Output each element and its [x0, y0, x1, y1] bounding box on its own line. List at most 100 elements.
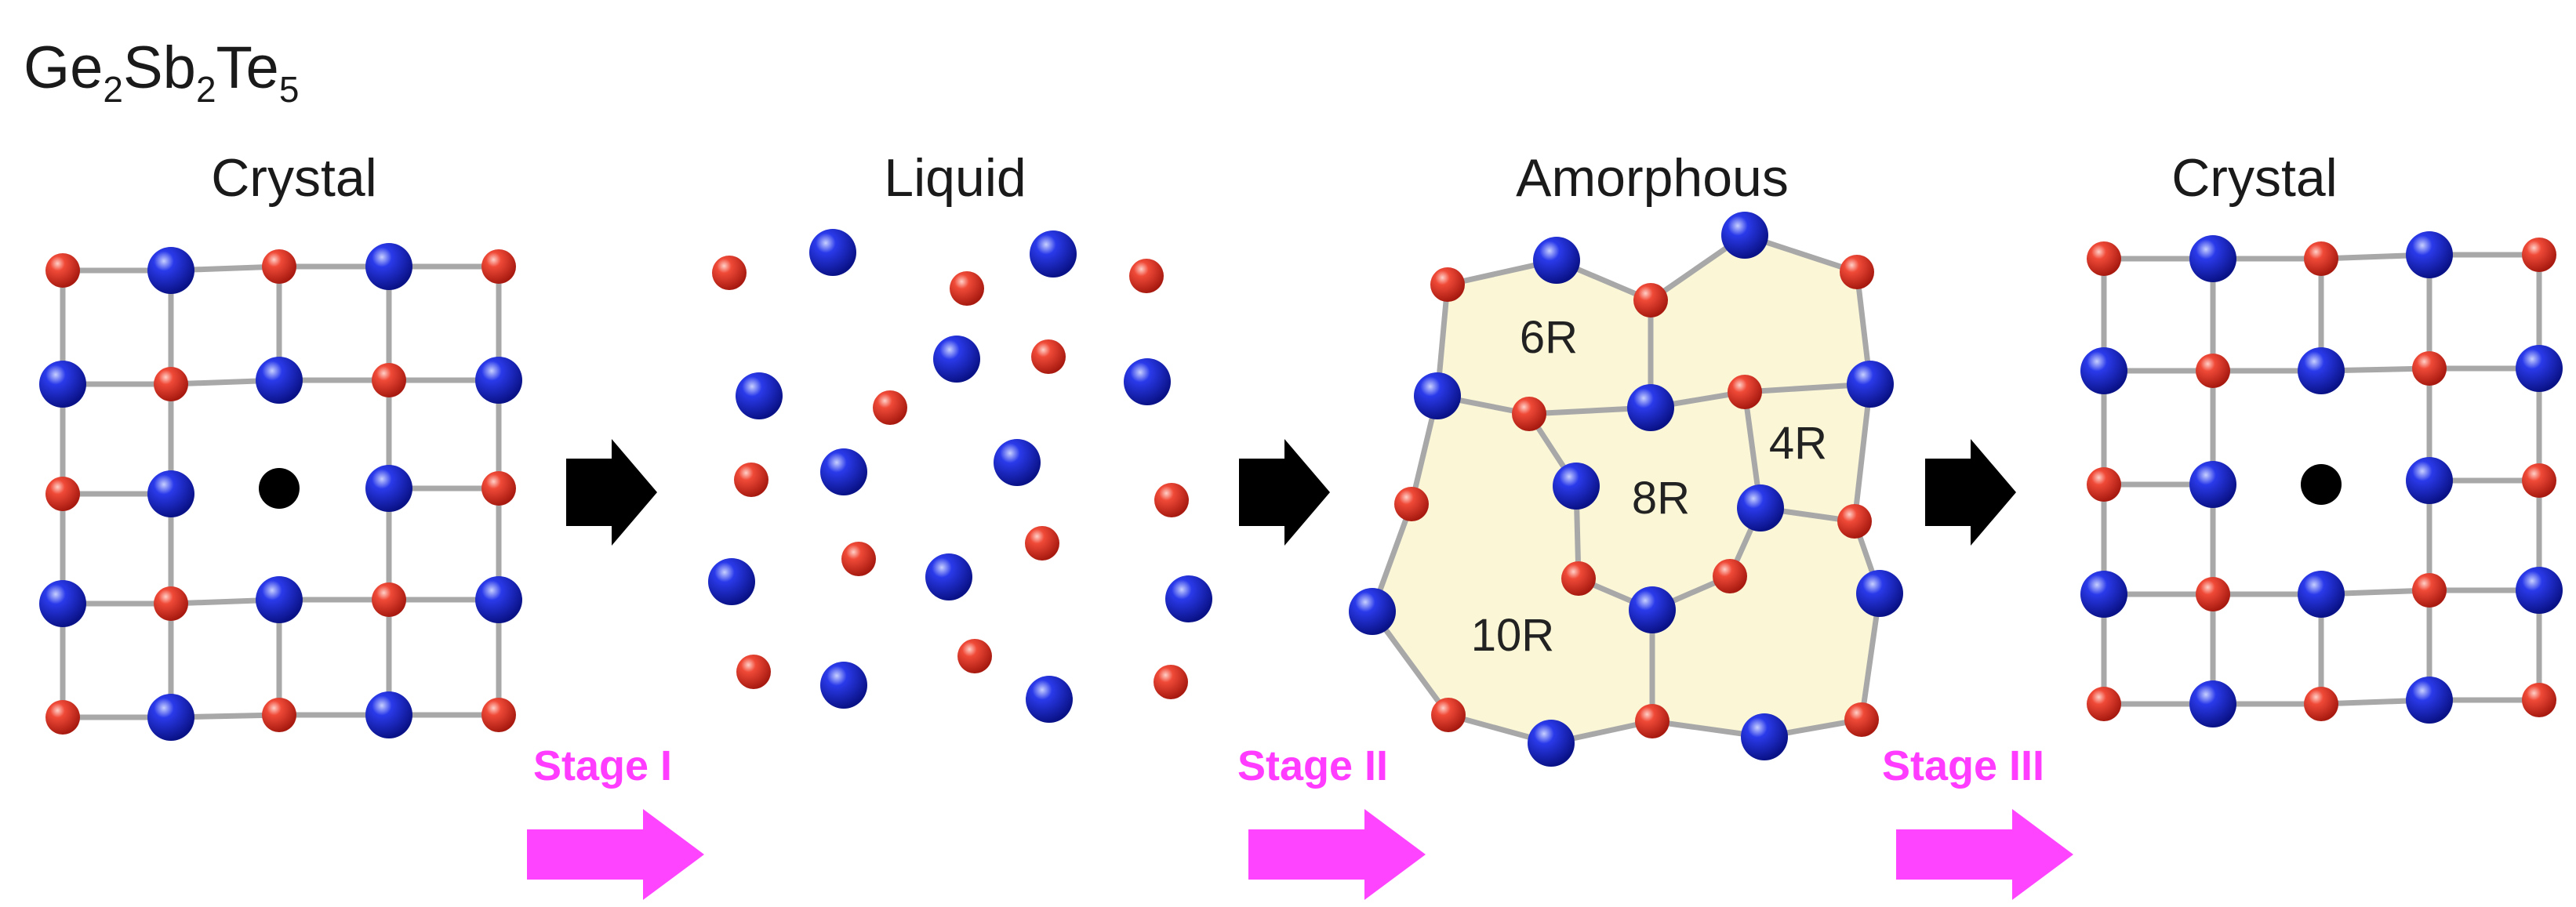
stage-label-1: Stage I [533, 742, 672, 789]
blue-atom [39, 361, 86, 408]
ring-label-6r: 6R [1520, 312, 1578, 363]
red-atom [481, 471, 516, 506]
red-atom [1154, 665, 1188, 699]
vacancy-site [259, 468, 300, 509]
blue-atom [994, 439, 1041, 486]
blue-atom [256, 576, 303, 623]
panel-title-crystal-left: Crystal [211, 148, 377, 208]
red-atom [2522, 463, 2556, 498]
blue-atom [256, 357, 303, 404]
blue-atom [147, 247, 194, 294]
ring-label-8r: 8R [1632, 473, 1690, 524]
red-atom [2522, 238, 2556, 272]
red-atom [1129, 259, 1164, 293]
blue-atom [1627, 384, 1674, 431]
blue-atom [2516, 567, 2563, 614]
blue-atom [820, 662, 867, 709]
blue-atom [933, 336, 980, 383]
stage-arrow-2 [1248, 809, 1426, 900]
blue-atom [2406, 677, 2453, 724]
transition-arrow-1 [566, 439, 657, 546]
blue-atom [1165, 575, 1212, 622]
red-atom [736, 655, 771, 689]
red-atom [1633, 283, 1668, 317]
amorphous-network [1349, 212, 1903, 767]
red-atom [1031, 339, 1066, 374]
blue-atom [147, 470, 194, 517]
blue-atom [2516, 345, 2563, 392]
blue-atom [1553, 463, 1600, 510]
red-atom [1713, 559, 1747, 593]
blue-atom [2298, 571, 2345, 618]
transition-arrow-2 [1239, 439, 1330, 546]
blue-atom [1741, 713, 1788, 760]
red-atom [1837, 504, 1872, 539]
red-atom [841, 542, 876, 576]
blue-atom [2189, 680, 2236, 727]
blue-atom [1737, 484, 1784, 532]
blue-atom [365, 691, 412, 738]
blue-atom [1856, 570, 1903, 617]
blue-atom [1414, 372, 1461, 419]
blue-atom [475, 576, 522, 623]
red-atom [2304, 687, 2338, 721]
red-atom [950, 271, 984, 306]
blue-atom [1349, 588, 1396, 635]
blue-atom [1721, 212, 1768, 259]
formula-label: Ge2Sb2Te5 [24, 34, 299, 110]
red-atom [1512, 397, 1546, 431]
red-atom [262, 698, 296, 732]
ring-label-10r: 10R [1471, 610, 1554, 661]
red-atom [1728, 375, 1762, 409]
crystal-lattice-left [39, 243, 522, 741]
red-atom [1844, 702, 1879, 737]
blue-atom [2406, 231, 2453, 278]
red-atom [154, 367, 188, 401]
red-atom [1430, 267, 1465, 302]
panel-title-crystal-right: Crystal [2171, 148, 2338, 208]
crystal-lattice-right [2080, 231, 2563, 727]
red-atom [1025, 526, 1059, 561]
red-atom [1394, 487, 1429, 521]
red-atom [1840, 255, 1874, 289]
vacancy-site [2301, 464, 2342, 505]
red-atom [2196, 354, 2230, 388]
blue-atom [2189, 235, 2236, 282]
red-atom [873, 390, 907, 425]
blue-atom [1528, 720, 1575, 767]
red-atom [957, 639, 992, 673]
blue-atom [2298, 347, 2345, 394]
panel-title-liquid: Liquid [884, 148, 1026, 208]
blue-atom [1030, 230, 1077, 278]
red-atom [1154, 483, 1189, 517]
red-atom [2196, 577, 2230, 611]
blue-atom [1026, 676, 1073, 723]
transition-arrow-3 [1925, 439, 2016, 546]
red-atom [481, 249, 516, 284]
stage-label-3: Stage III [1882, 742, 2044, 789]
panel-title-amorphous: Amorphous [1516, 148, 1789, 208]
red-atom [372, 582, 406, 617]
blue-atom [2189, 461, 2236, 508]
red-atom [1635, 704, 1669, 738]
red-atom [2087, 241, 2121, 276]
blue-atom [1533, 237, 1580, 284]
blue-atom [820, 448, 867, 495]
red-atom [1561, 561, 1596, 596]
blue-atom [1847, 361, 1894, 408]
red-atom [734, 463, 768, 497]
stage-arrow-1 [527, 809, 704, 900]
blue-atom [39, 580, 86, 627]
red-atom [712, 256, 747, 290]
blue-atom [1629, 586, 1676, 633]
amorphous-region [1372, 235, 1880, 743]
blue-atom [925, 553, 972, 600]
red-atom [45, 700, 80, 735]
red-atom [1431, 698, 1466, 732]
red-atom [45, 477, 80, 511]
blue-atom [1124, 358, 1171, 405]
blue-atom [736, 372, 783, 419]
blue-atom [708, 558, 755, 605]
red-atom [2087, 687, 2121, 721]
